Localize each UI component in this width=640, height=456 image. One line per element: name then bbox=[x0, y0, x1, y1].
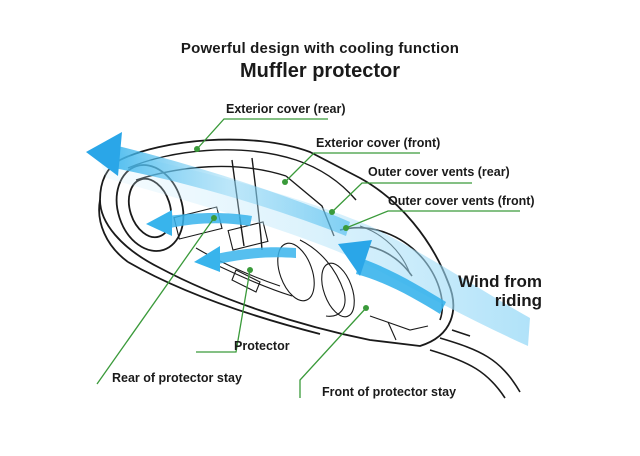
leader-protector bbox=[196, 269, 251, 353]
airflow-arrow-exit bbox=[86, 132, 350, 236]
wind-label-line2: riding bbox=[494, 291, 542, 310]
wind-label-line1: Wind from bbox=[458, 272, 542, 291]
label-front-of-protector-stay: Front of protector stay bbox=[322, 385, 457, 399]
leader-exterior-cover-rear bbox=[196, 118, 328, 150]
wind-arrow-inlet bbox=[338, 240, 446, 314]
leader-front-of-protector-stay bbox=[299, 307, 367, 398]
exhaust-pipe bbox=[429, 329, 521, 399]
label-protector: Protector bbox=[234, 339, 290, 353]
label-exterior-cover-front: Exterior cover (front) bbox=[316, 136, 441, 150]
label-outer-cover-vents-front: Outer cover vents (front) bbox=[388, 194, 535, 208]
leader-outer-cover-vents-front bbox=[345, 210, 520, 229]
leader-rear-of-protector-stay bbox=[96, 217, 215, 385]
label-exterior-cover-rear: Exterior cover (rear) bbox=[226, 102, 346, 116]
airflow-arrow-inner-lower bbox=[194, 246, 296, 272]
muffler-body bbox=[98, 138, 455, 347]
leader-exterior-cover-front bbox=[284, 152, 420, 183]
leader-dots bbox=[194, 146, 369, 311]
leader-outer-cover-vents-rear bbox=[331, 182, 472, 213]
label-outer-cover-vents-rear: Outer cover vents (rear) bbox=[368, 165, 510, 179]
diagram-subtitle: Powerful design with cooling function bbox=[180, 40, 460, 57]
label-rear-of-protector-stay: Rear of protector stay bbox=[112, 371, 242, 385]
leader-lines bbox=[96, 118, 520, 398]
airflow-band bbox=[96, 148, 530, 346]
wind-from-riding-label: Wind from riding bbox=[430, 272, 542, 310]
diagram-title: Muffler protector bbox=[240, 60, 400, 82]
airflow-arrow-inner-upper bbox=[146, 210, 252, 236]
